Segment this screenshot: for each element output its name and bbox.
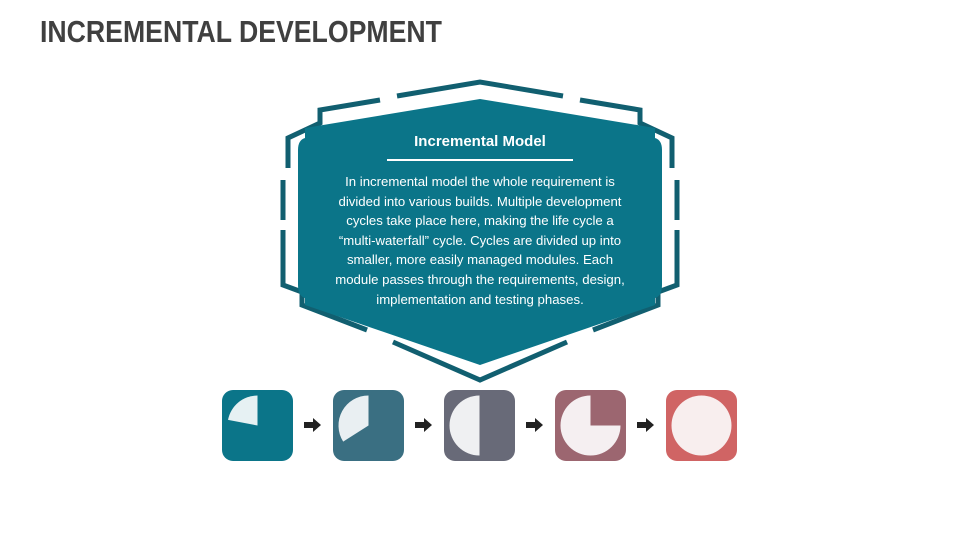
card-body-line: smaller, more easily managed modules. Ea… <box>346 252 614 268</box>
step-1-box <box>222 390 293 461</box>
page-title: INCREMENTAL DEVELOPMENT <box>40 14 442 49</box>
card-body-line: module passes through the requirements, … <box>335 271 625 287</box>
progress-pie-icon <box>228 395 258 426</box>
card-body-line: divided into various builds. Multiple de… <box>338 193 622 209</box>
card-title: Incremental Model <box>414 133 546 150</box>
card-title-underline <box>387 159 573 161</box>
right-arrow-icon <box>637 418 654 432</box>
progress-pie-icon <box>560 395 621 456</box>
card-shape <box>298 99 662 365</box>
progress-pie-icon <box>671 395 732 456</box>
step-4-box <box>555 390 626 461</box>
card-body-line: cycles take place here, making the life … <box>346 213 614 229</box>
progress-pie-icon <box>338 395 369 442</box>
right-arrow-icon <box>304 418 321 432</box>
progress-pie-icon <box>449 395 480 456</box>
card-body-line: implementation and testing phases. <box>376 291 584 307</box>
frame-bottom-segment <box>391 339 569 383</box>
card-body-line: In incremental model the whole requireme… <box>345 174 615 189</box>
frame-top-segment <box>396 79 564 99</box>
step-3-box <box>444 390 515 461</box>
frame-top-left-segment <box>285 97 381 168</box>
card-body-line: “multi-waterfall” cycle. Cycles are divi… <box>338 232 622 248</box>
step-5-box <box>666 390 737 461</box>
frame-top-right-segment <box>579 97 675 168</box>
right-arrow-icon <box>415 418 432 432</box>
right-arrow-icon <box>526 418 543 432</box>
step-2-box <box>333 390 404 461</box>
card-body: In incremental model the whole requireme… <box>300 172 660 309</box>
